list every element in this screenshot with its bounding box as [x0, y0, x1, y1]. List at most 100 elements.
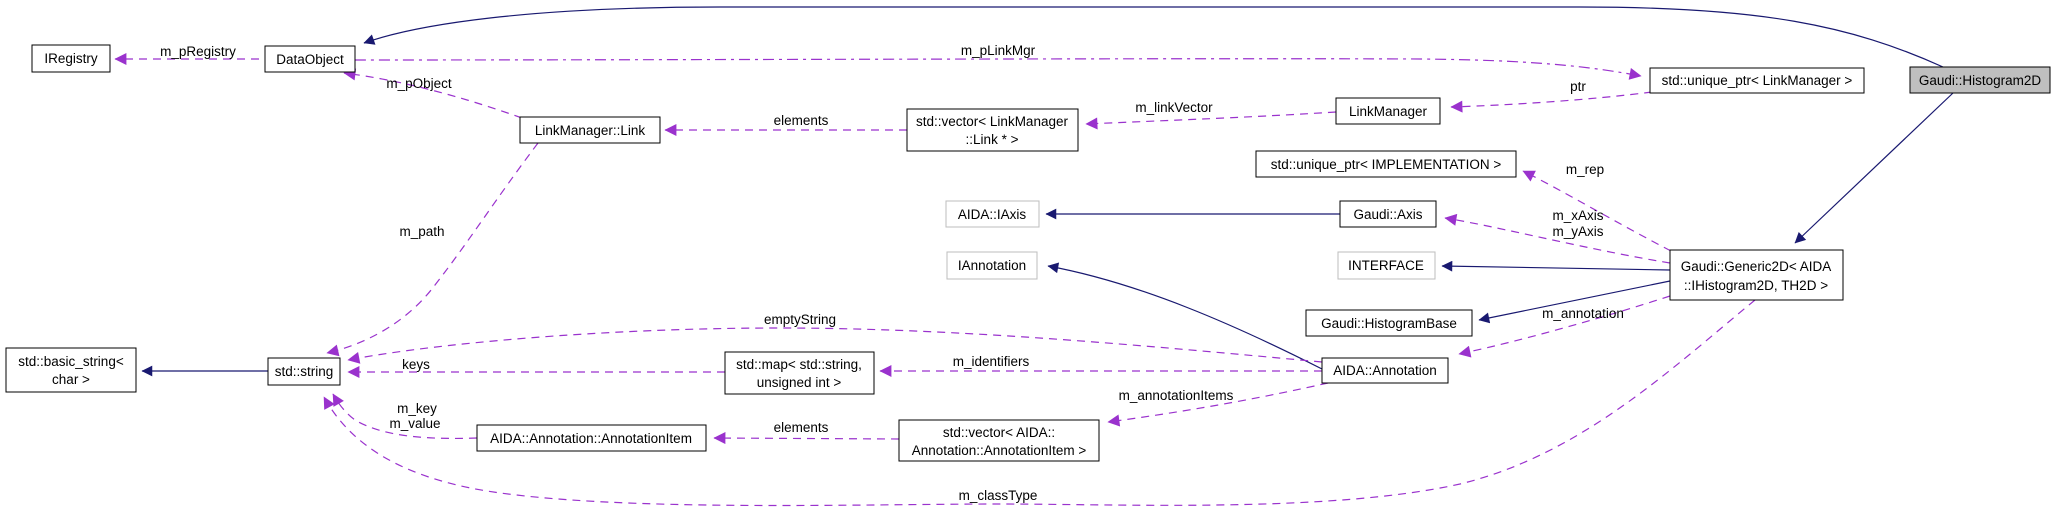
- node-gaudi-histogrambase[interactable]: Gaudi::HistogramBase: [1305, 309, 1473, 337]
- node-linkmanager-link[interactable]: LinkManager::Link: [519, 116, 661, 144]
- node-aida-iaxis[interactable]: AIDA::IAxis: [945, 200, 1040, 228]
- node-label: Gaudi::Axis: [1353, 207, 1422, 222]
- usage-edge-m-classtype: [323, 299, 1756, 507]
- node-label-line2: char >: [52, 372, 90, 387]
- node-gaudi-axis[interactable]: Gaudi::Axis: [1339, 200, 1437, 228]
- node-aida-annotation-item[interactable]: AIDA::Annotation::AnnotationItem: [476, 424, 707, 452]
- edge-label-emptystring: emptyString: [764, 312, 836, 327]
- usage-edge-m-xaxis-m-yaxis: [1444, 213, 1671, 264]
- node-box[interactable]: [1339, 200, 1437, 228]
- node-label: IRegistry: [44, 51, 98, 66]
- node-label: AIDA::Annotation: [1333, 363, 1437, 378]
- edge-label-m-pregistry: m_pRegistry: [160, 44, 236, 59]
- node-box[interactable]: [519, 116, 661, 144]
- node-box[interactable]: [1321, 357, 1449, 384]
- edge-label-m-annotation: m_annotation: [1542, 306, 1624, 321]
- node-aida-annotation[interactable]: AIDA::Annotation: [1321, 357, 1449, 384]
- node-label: LinkManager: [1349, 104, 1428, 119]
- node-gaudi-histogram2d[interactable]: Gaudi::Histogram2D: [1909, 66, 2051, 94]
- node-label: LinkManager::Link: [535, 123, 646, 138]
- node-unique-ptr-implementation[interactable]: std::unique_ptr< IMPLEMENTATION >: [1255, 150, 1517, 178]
- node-linkmanager[interactable]: LinkManager: [1335, 97, 1441, 125]
- node-box[interactable]: [267, 357, 341, 386]
- node-gaudi-generic2d[interactable]: Gaudi::Generic2D< AIDA ::IHistogram2D, T…: [1669, 249, 1844, 301]
- node-label-line2: Annotation::AnnotationItem >: [912, 443, 1087, 458]
- inherit-edge-generic2d-to-histogrambase: [1478, 280, 1671, 324]
- usage-edge-emptystring: [347, 327, 1323, 364]
- edge-label-m-linkvector: m_linkVector: [1135, 100, 1213, 115]
- usage-edge-m-annotation: [1458, 295, 1671, 358]
- node-label: std::unique_ptr< LinkManager >: [1662, 73, 1853, 88]
- usage-edge-m-path: [326, 142, 539, 357]
- edge-label-m-path: m_path: [399, 224, 444, 239]
- node-box[interactable]: [31, 44, 111, 73]
- node-box-external[interactable]: [946, 251, 1038, 280]
- node-label: IAnnotation: [958, 258, 1026, 273]
- node-label-line2: ::IHistogram2D, TH2D >: [1684, 278, 1828, 293]
- usage-edge-m-key-m-value: [332, 393, 478, 440]
- usage-edge-m-plinkmgr: [354, 58, 1642, 80]
- node-iannotation[interactable]: IAnnotation: [946, 251, 1038, 280]
- node-box[interactable]: [264, 45, 356, 73]
- node-label: Gaudi::HistogramBase: [1321, 316, 1457, 331]
- usage-edge-elements-items: [713, 432, 900, 445]
- node-box[interactable]: [1255, 150, 1517, 178]
- edge-label-m-key: m_key: [397, 401, 437, 416]
- node-dataobject[interactable]: DataObject: [264, 45, 356, 73]
- edge-label-m-rep: m_rep: [1566, 162, 1604, 177]
- edge-label-elements-links: elements: [774, 113, 829, 128]
- node-vector-linkmanager-link[interactable]: std::vector< LinkManager ::Link * >: [906, 108, 1079, 152]
- inherit-edge-annotation-to-iannotation: [1047, 262, 1323, 370]
- node-box[interactable]: [476, 424, 707, 452]
- edge-label-m-identifiers: m_identifiers: [953, 354, 1030, 369]
- node-box[interactable]: [724, 351, 875, 395]
- node-std-string[interactable]: std::string: [267, 357, 341, 386]
- node-box[interactable]: [898, 419, 1100, 462]
- node-std-map[interactable]: std::map< std::string, unsigned int >: [724, 351, 875, 395]
- node-box[interactable]: [5, 347, 137, 393]
- usage-edge-m-annotationitems: [1107, 382, 1329, 427]
- node-label-line1: std::map< std::string,: [736, 357, 862, 372]
- inherit-edge-histogram2d-to-dataobject: [363, 6, 1944, 68]
- node-iregistry[interactable]: IRegistry: [31, 44, 111, 73]
- node-unique-ptr-linkmanager[interactable]: std::unique_ptr< LinkManager >: [1649, 67, 1865, 94]
- inherit-edge-generic2d-to-interface: [1441, 260, 1671, 272]
- node-label: std::string: [275, 364, 334, 379]
- node-box[interactable]: [1335, 97, 1441, 125]
- inherit-edge-histogram2d-to-generic2d: [1794, 92, 1954, 244]
- usage-edge-m-linkvector: [1085, 111, 1337, 130]
- usage-edge-m-rep: [1522, 170, 1672, 252]
- node-label-line1: std::vector< AIDA::: [943, 425, 1055, 440]
- node-label-line1: Gaudi::Generic2D< AIDA: [1681, 259, 1831, 274]
- node-box-highlighted[interactable]: [1909, 66, 2051, 94]
- node-label: Gaudi::Histogram2D: [1919, 73, 2042, 88]
- edge-label-m-pobject: m_pObject: [386, 76, 452, 91]
- node-box[interactable]: [1669, 249, 1844, 301]
- node-label: DataObject: [276, 52, 344, 67]
- node-box[interactable]: [1649, 67, 1865, 94]
- node-label: std::unique_ptr< IMPLEMENTATION >: [1271, 157, 1502, 172]
- node-box[interactable]: [906, 108, 1079, 152]
- edge-label-m-yaxis: m_yAxis: [1552, 224, 1603, 239]
- edge-label-m-xaxis: m_xAxis: [1552, 208, 1603, 223]
- node-label-line2: ::Link * >: [966, 132, 1019, 147]
- edge-label-elements-items: elements: [774, 420, 829, 435]
- usage-edge-ptr: [1450, 91, 1653, 113]
- edge-label-keys: keys: [402, 357, 430, 372]
- node-vector-annotation-item[interactable]: std::vector< AIDA:: Annotation::Annotati…: [898, 419, 1100, 462]
- node-label-line2: unsigned int >: [757, 375, 842, 390]
- node-label: INTERFACE: [1348, 258, 1424, 273]
- edge-label-m-classtype: m_classType: [959, 488, 1038, 503]
- node-label: AIDA::IAxis: [958, 207, 1027, 222]
- node-box-external[interactable]: [945, 200, 1040, 228]
- node-label-line1: std::basic_string<: [18, 354, 124, 369]
- edge-label-m-value: m_value: [389, 416, 440, 431]
- edge-label-m-annotationitems: m_annotationItems: [1119, 388, 1234, 403]
- node-interface[interactable]: INTERFACE: [1337, 251, 1436, 280]
- node-box-external[interactable]: [1337, 251, 1436, 280]
- node-std-basic-string[interactable]: std::basic_string< char >: [5, 347, 137, 393]
- node-box[interactable]: [1305, 309, 1473, 337]
- node-label-line1: std::vector< LinkManager: [916, 114, 1068, 129]
- edge-label-m-plinkmgr: m_pLinkMgr: [961, 43, 1036, 58]
